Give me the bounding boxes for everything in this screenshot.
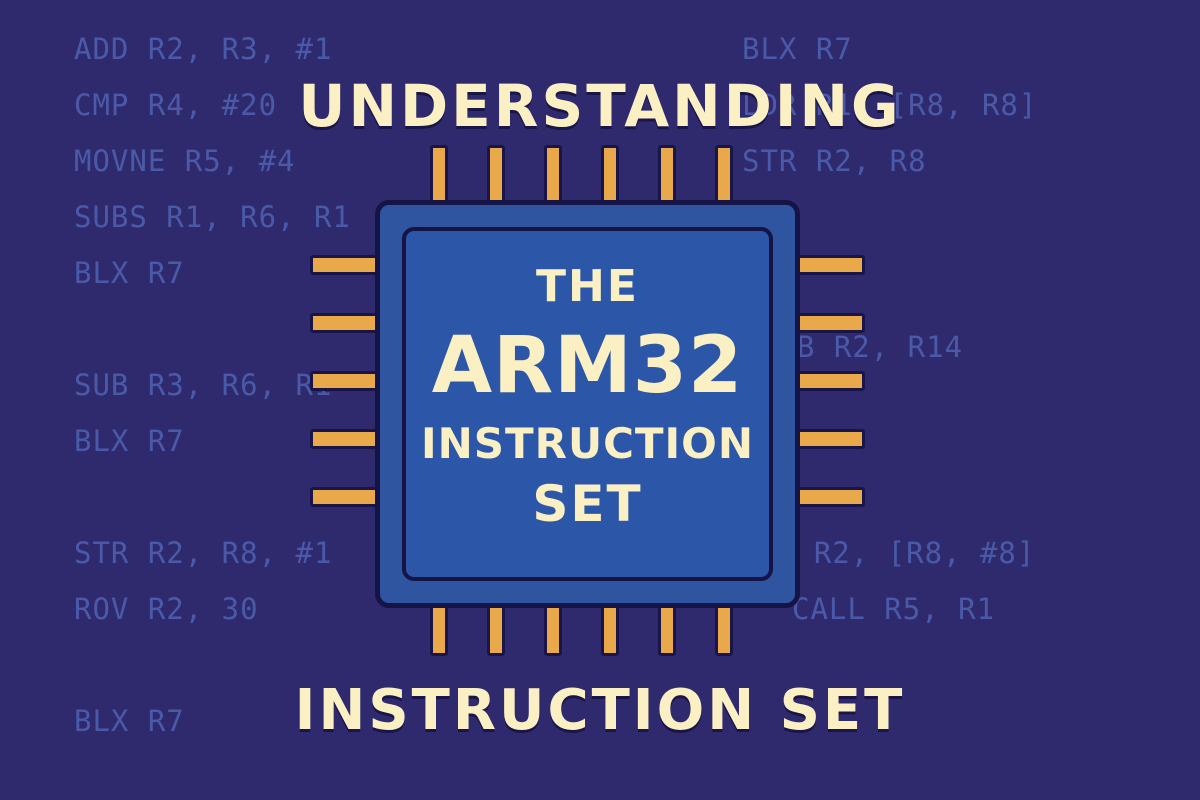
- headline-bottom: INSTRUCTION SET: [294, 678, 906, 743]
- chip-pins-bottom: [430, 596, 740, 656]
- chip-icon: THE ARM32 INSTRUCTION SET: [375, 200, 800, 608]
- chip-pin: [795, 371, 865, 391]
- chip-pin: [544, 145, 562, 205]
- chip-pin: [795, 487, 865, 507]
- code-line: ROV R2, 30: [74, 592, 259, 626]
- code-line: BLX R7: [74, 704, 185, 738]
- chip-pin: [795, 429, 865, 449]
- chip-pin: [795, 255, 865, 275]
- code-line: LDR R1, [R8, R8]: [742, 88, 1038, 122]
- chip-pin: [310, 313, 380, 333]
- headline-top: UNDERSTANDING: [298, 72, 902, 140]
- code-line: CMP R4, #20: [74, 88, 278, 122]
- chip-pins-left: [310, 255, 380, 515]
- code-line: SUB R3, R6, R1: [74, 368, 333, 402]
- code-line: STR R2, R8, #1: [74, 536, 333, 570]
- code-line: CALL R5, R1: [792, 592, 996, 626]
- chip-pins-top: [430, 145, 740, 205]
- code-line: BLX R7: [74, 424, 185, 458]
- chip-title-line-3: INSTRUCTION: [420, 419, 755, 468]
- code-line: MOVNE R5, #4: [74, 144, 296, 178]
- code-line: BLX R7: [742, 32, 853, 66]
- chip-pin: [795, 313, 865, 333]
- chip-face: THE ARM32 INSTRUCTION SET: [402, 227, 773, 581]
- code-line: STR R2, R8: [742, 144, 927, 178]
- code-line: SUBS R1, R6, R1: [74, 200, 351, 234]
- chip-pin: [310, 255, 380, 275]
- chip-title-line-2: ARM32: [431, 321, 744, 411]
- chip-title-line-1: THE: [536, 261, 639, 312]
- chip-title-line-4: SET: [532, 475, 643, 533]
- chip-pin: [715, 145, 733, 205]
- chip-pin: [601, 145, 619, 205]
- chip-pin: [430, 145, 448, 205]
- chip-pin: [310, 371, 380, 391]
- chip-pins-right: [795, 255, 865, 515]
- chip-pin: [487, 145, 505, 205]
- code-line: ADD R2, R3, #1: [74, 32, 333, 66]
- chip-pin: [310, 487, 380, 507]
- chip-pin: [658, 145, 676, 205]
- code-line: BLX R7: [74, 256, 185, 290]
- chip-pin: [310, 429, 380, 449]
